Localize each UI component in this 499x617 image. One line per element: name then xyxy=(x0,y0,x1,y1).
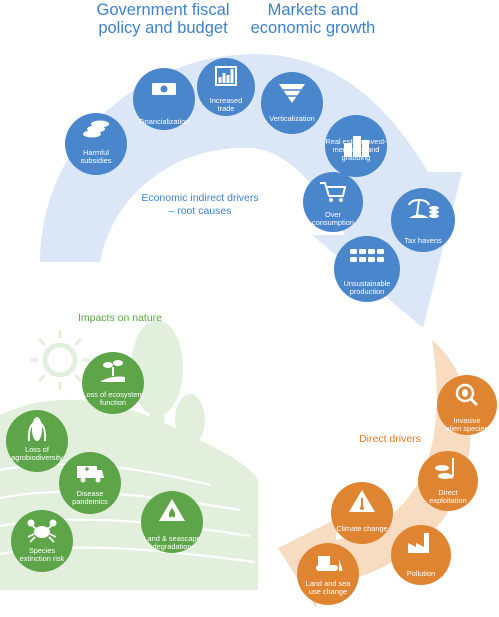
impacts-label: Loss of agrobiodiversity xyxy=(11,445,63,463)
bar-chart-icon xyxy=(215,66,237,86)
fish-hook-icon xyxy=(435,458,454,479)
indirect-drivers-circle-0 xyxy=(65,113,127,175)
impacts-title: Impacts on nature xyxy=(77,312,163,324)
direct-drivers-circle-4 xyxy=(297,543,359,605)
corn-icon xyxy=(27,417,47,442)
ambulance-icon xyxy=(77,466,104,483)
bulldozer-icon xyxy=(316,556,343,571)
warning-thermometer-icon xyxy=(349,490,375,512)
direct-drivers-title: Direct drivers xyxy=(359,433,421,445)
indirect-drivers-circle-1 xyxy=(133,68,195,130)
sun-rays xyxy=(30,330,90,390)
indirect-drivers-circle-6 xyxy=(391,188,455,252)
direct-drivers-label: Climate change xyxy=(336,524,388,533)
driver-circles xyxy=(6,58,497,605)
impacts-label: Species extinction risk xyxy=(19,546,65,564)
heading-government-fiscal-policy: Government fiscal policy and budget xyxy=(96,1,230,37)
banknote-icon xyxy=(152,83,176,95)
indirect-drivers-circle-4 xyxy=(325,115,387,177)
indirect-drivers-label: Real estate invest- ment and land grabbi… xyxy=(325,137,387,163)
coins-icon xyxy=(83,120,109,138)
direct-drivers-label: Invasive alien species xyxy=(445,416,489,434)
impacts-label: Land & seascape degradation xyxy=(143,534,201,552)
direct-drivers-circle-2 xyxy=(331,482,393,544)
impacts-circle-2 xyxy=(59,452,121,514)
impacts-circle-3 xyxy=(11,510,73,572)
indirect-drivers-circle-2 xyxy=(197,58,255,116)
factory-icon xyxy=(408,533,429,553)
indirect-drivers-label: Increased trade xyxy=(209,96,243,114)
indirect-drivers-label: Verticalization xyxy=(269,114,315,123)
indirect-drivers-label: Unsustainable production xyxy=(343,279,391,297)
hand-plant-icon xyxy=(101,360,125,382)
indirect-drivers-circle-3 xyxy=(261,72,323,134)
impacts-label: Loss of ecosystem function xyxy=(82,390,144,408)
direct-drivers-label: Direct exploitation xyxy=(429,488,467,506)
indirect-drivers-circle-5 xyxy=(303,172,363,232)
heading-markets-economic-growth: Markets and economic growth xyxy=(250,1,376,37)
sun-icon xyxy=(42,342,78,378)
direct-drivers-circle-3 xyxy=(391,525,451,585)
impacts-label: Disease pandemics xyxy=(72,489,108,507)
island-icon xyxy=(408,199,439,218)
direct-drivers-label: Pollution xyxy=(406,569,436,578)
shopping-cart-icon xyxy=(320,182,347,202)
impacts-circle-4 xyxy=(141,491,203,553)
funnel-icon xyxy=(279,84,305,103)
indirect-drivers-label: Financialization xyxy=(138,117,190,126)
tree-canopy-large xyxy=(131,320,183,416)
indirect-drivers-label: Over consumption xyxy=(312,210,354,228)
impacts-circle-0 xyxy=(82,352,144,414)
impacts-circle-1 xyxy=(6,410,68,472)
indirect-drivers-label: Tax havens xyxy=(404,236,442,245)
direct-drivers-label: Land and sea use change xyxy=(305,579,351,597)
buildings-icon xyxy=(344,136,369,157)
crab-icon xyxy=(27,519,57,543)
magnifier-bug-icon xyxy=(455,383,479,407)
livestock-icon xyxy=(350,249,384,262)
indirect-drivers-circle-7 xyxy=(334,236,400,302)
indirect-drivers-title: Economic indirect drivers – root causes xyxy=(141,192,259,217)
fire-warning-icon xyxy=(159,499,185,521)
indirect-drivers-label: Harmful subsidies xyxy=(80,148,112,166)
direct-drivers-circle-1 xyxy=(418,451,478,511)
direct-drivers-circle-0 xyxy=(437,375,497,435)
